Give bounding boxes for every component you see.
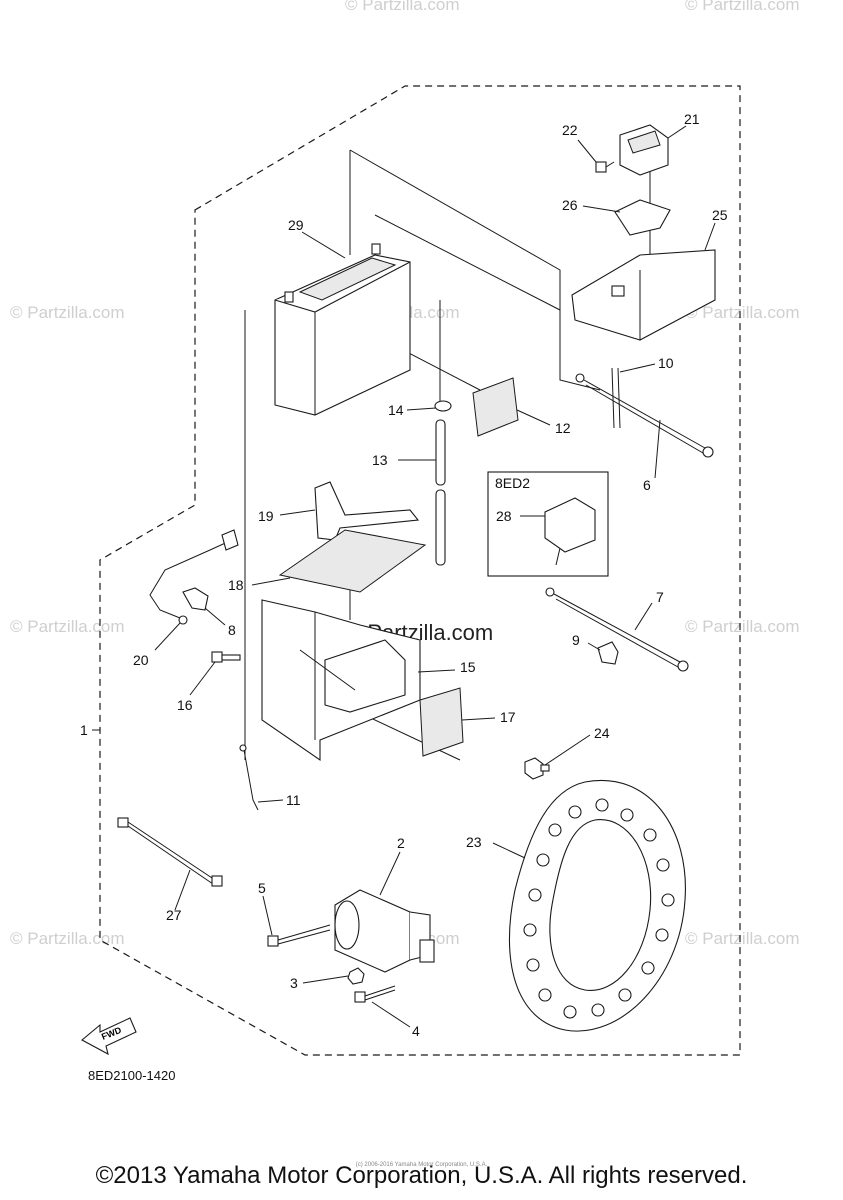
- callout-9: 9: [572, 632, 580, 648]
- callout-29: 29: [288, 217, 304, 233]
- mount-bolt: [354, 985, 396, 1003]
- callout-8: 8: [228, 622, 236, 638]
- wire-lead: [117, 817, 223, 887]
- callout-23: 23: [466, 834, 482, 850]
- relay-bracket: [614, 199, 671, 236]
- clamp: [182, 587, 209, 611]
- callout-7: 7: [656, 589, 664, 605]
- gear-bolt: [524, 757, 550, 780]
- negative-cable: [545, 587, 689, 672]
- callout-20: 20: [133, 652, 149, 668]
- tiny-copyright: (c) 2006-2016 Yamaha Motor Corporation, …: [355, 1162, 488, 1168]
- callout-12: 12: [555, 420, 571, 436]
- callout-14: 14: [388, 402, 404, 418]
- callout-26: 26: [562, 197, 578, 213]
- watermark-text: © Partzilla.com: [685, 0, 800, 14]
- callout-18: 18: [228, 577, 244, 593]
- starter-relay: [619, 124, 669, 176]
- battery-band: [314, 481, 420, 541]
- relay-cover: [571, 249, 716, 341]
- breather-hose: [434, 400, 452, 566]
- watermark-text: © Partzilla.com: [10, 303, 125, 322]
- callout-2: 2: [397, 835, 405, 851]
- battery: [274, 243, 411, 416]
- assembly-boundary: [99, 85, 741, 1056]
- callout-19: 19: [258, 508, 274, 524]
- callout-11: 11: [286, 792, 301, 808]
- variant-box-label: 8ED2: [495, 475, 530, 491]
- callout-13: 13: [372, 452, 388, 468]
- callout-5: 5: [258, 880, 266, 896]
- callout-22: 22: [562, 122, 578, 138]
- insulation-sheet: [278, 529, 427, 593]
- forward-arrow-icon: FWD: [81, 1017, 137, 1056]
- starter-bolt: [267, 924, 331, 947]
- bolt: [211, 651, 241, 663]
- callout-24: 24: [594, 725, 610, 741]
- callout-3: 3: [290, 975, 298, 991]
- callout-28: 28: [496, 508, 512, 524]
- callout-27: 27: [166, 907, 182, 923]
- watermark-text: © Partzilla.com: [685, 929, 800, 948]
- watermark-text: © Partzilla.com: [10, 929, 125, 948]
- coupler: [544, 497, 596, 566]
- callout-leaders: [154, 125, 716, 1028]
- starter-gear: [508, 779, 686, 1032]
- watermark-text: © Partzilla.com: [685, 617, 800, 636]
- callout-labels: 1 2 3 4 5 6 7 8 9 10 11 12 13 14 15 16 1…: [80, 111, 728, 1039]
- relay-bolt: [595, 161, 615, 173]
- callout-10: 10: [658, 355, 674, 371]
- callout-16: 16: [177, 697, 193, 713]
- watermarks: © Partzilla.com © Partzilla.com © Partzi…: [10, 0, 800, 948]
- callout-17: 17: [500, 709, 516, 725]
- watermark-text: © Partzilla.com: [10, 617, 125, 636]
- cover-plate: [419, 687, 464, 757]
- callout-6: 6: [643, 477, 651, 493]
- callout-15: 15: [460, 659, 476, 675]
- callout-1: 1: [80, 722, 88, 738]
- callout-25: 25: [712, 207, 728, 223]
- diagram-code: 8ED2100-1420: [88, 1068, 175, 1083]
- rod-end: [239, 744, 247, 752]
- watermark-text: © Partzilla.com: [345, 0, 460, 14]
- rod: [243, 749, 259, 811]
- battery-pad: [472, 377, 519, 437]
- callout-4: 4: [412, 1023, 420, 1039]
- battery-cable: [575, 367, 714, 458]
- battery-lead: [149, 539, 233, 619]
- starter-motor: [334, 889, 435, 973]
- watermark-text: © Partzilla.com: [685, 303, 800, 322]
- cable-clamp: [597, 641, 619, 665]
- nut: [347, 967, 365, 985]
- copyright-footer: ©2013 Yamaha Motor Corporation, U.S.A. A…: [95, 1162, 748, 1189]
- callout-21: 21: [684, 111, 700, 127]
